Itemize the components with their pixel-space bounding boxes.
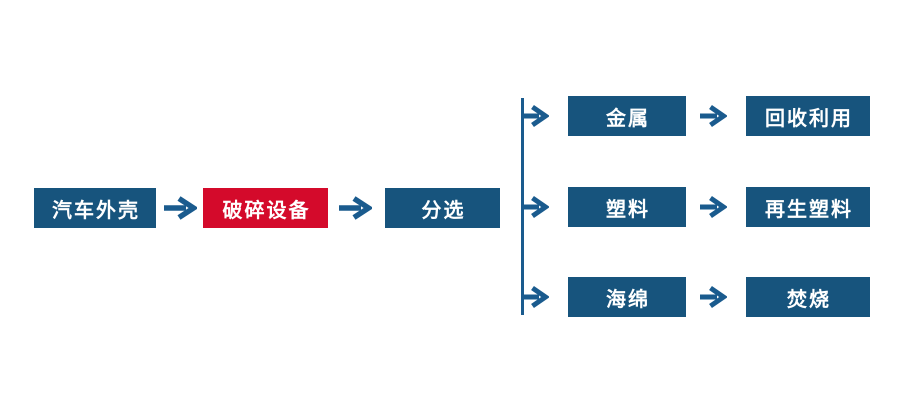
node-plastic: 塑料: [568, 187, 686, 227]
arrow-right-icon: [522, 285, 549, 309]
arrow-right-icon: [163, 196, 197, 220]
arrow-right-icon: [700, 285, 727, 309]
node-sorting: 分选: [385, 188, 500, 228]
arrow-right-icon: [700, 195, 727, 219]
arrow-right-icon: [522, 104, 549, 128]
node-recycling-reuse: 回收利用: [746, 96, 870, 136]
node-car-shell: 汽车外壳: [34, 188, 156, 228]
node-incineration: 焚烧: [746, 277, 870, 317]
node-sponge: 海绵: [568, 277, 686, 317]
node-recycled-plastic: 再生塑料: [746, 187, 870, 227]
arrow-right-icon: [522, 195, 549, 219]
arrow-right-icon: [338, 196, 372, 220]
node-metal: 金属: [568, 96, 686, 136]
arrow-right-icon: [700, 104, 727, 128]
node-crushing-equipment: 破碎设备: [203, 188, 328, 228]
